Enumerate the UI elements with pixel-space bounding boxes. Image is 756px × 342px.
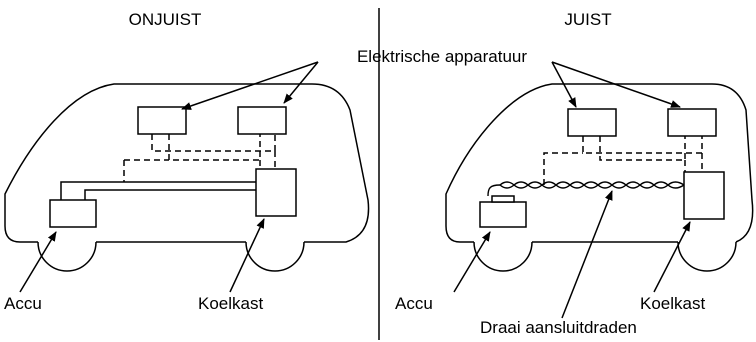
right-front-wheel (473, 241, 533, 272)
wrong-battery-arrow (19, 231, 57, 293)
right-rear-wheel (677, 241, 737, 272)
right-appliance-right (667, 108, 717, 137)
right-twist-label: Draai aansluitdraden (480, 318, 637, 337)
wrong-battery-label: Accu (4, 294, 42, 313)
wrong-van-body (4, 83, 370, 243)
wrong-supply-wires (60, 181, 256, 200)
panel-wrong: ONJUIST Accu (4, 10, 370, 313)
right-appliance-left (567, 108, 617, 137)
right-appliance-arrow-2 (551, 61, 681, 108)
right-appliance-arrow-1 (551, 61, 577, 108)
wrong-appliance-arrow-1 (181, 61, 319, 110)
right-fridge-label: Koelkast (640, 294, 705, 313)
wrong-appliance-wires (123, 134, 276, 182)
right-fridge (683, 171, 725, 220)
wrong-fridge (255, 168, 297, 217)
panel-right-title: JUIST (564, 10, 611, 29)
right-battery (479, 201, 527, 228)
wrong-appliance-left (137, 106, 187, 135)
right-twisted-wires (487, 181, 685, 197)
appliances-label: Elektrische apparatuur (357, 47, 527, 66)
wrong-fridge-arrow (229, 218, 265, 293)
right-van-body (445, 83, 754, 243)
wrong-rear-wheel (245, 241, 305, 272)
right-fridge-arrow (653, 221, 691, 293)
right-battery-terminal (491, 195, 515, 203)
panel-right: JUIST A (395, 10, 754, 337)
wrong-fridge-label: Koelkast (198, 294, 263, 313)
right-battery-label: Accu (395, 294, 433, 313)
wrong-battery (49, 199, 97, 228)
wrong-front-wheel (37, 241, 97, 272)
wrong-appliance-right (237, 106, 287, 135)
right-twist-arrow (561, 190, 613, 319)
wrong-appliance-arrow-2 (283, 61, 319, 104)
right-battery-arrow (453, 231, 491, 293)
panel-wrong-title: ONJUIST (129, 10, 202, 29)
right-appliance-wires (543, 136, 703, 185)
